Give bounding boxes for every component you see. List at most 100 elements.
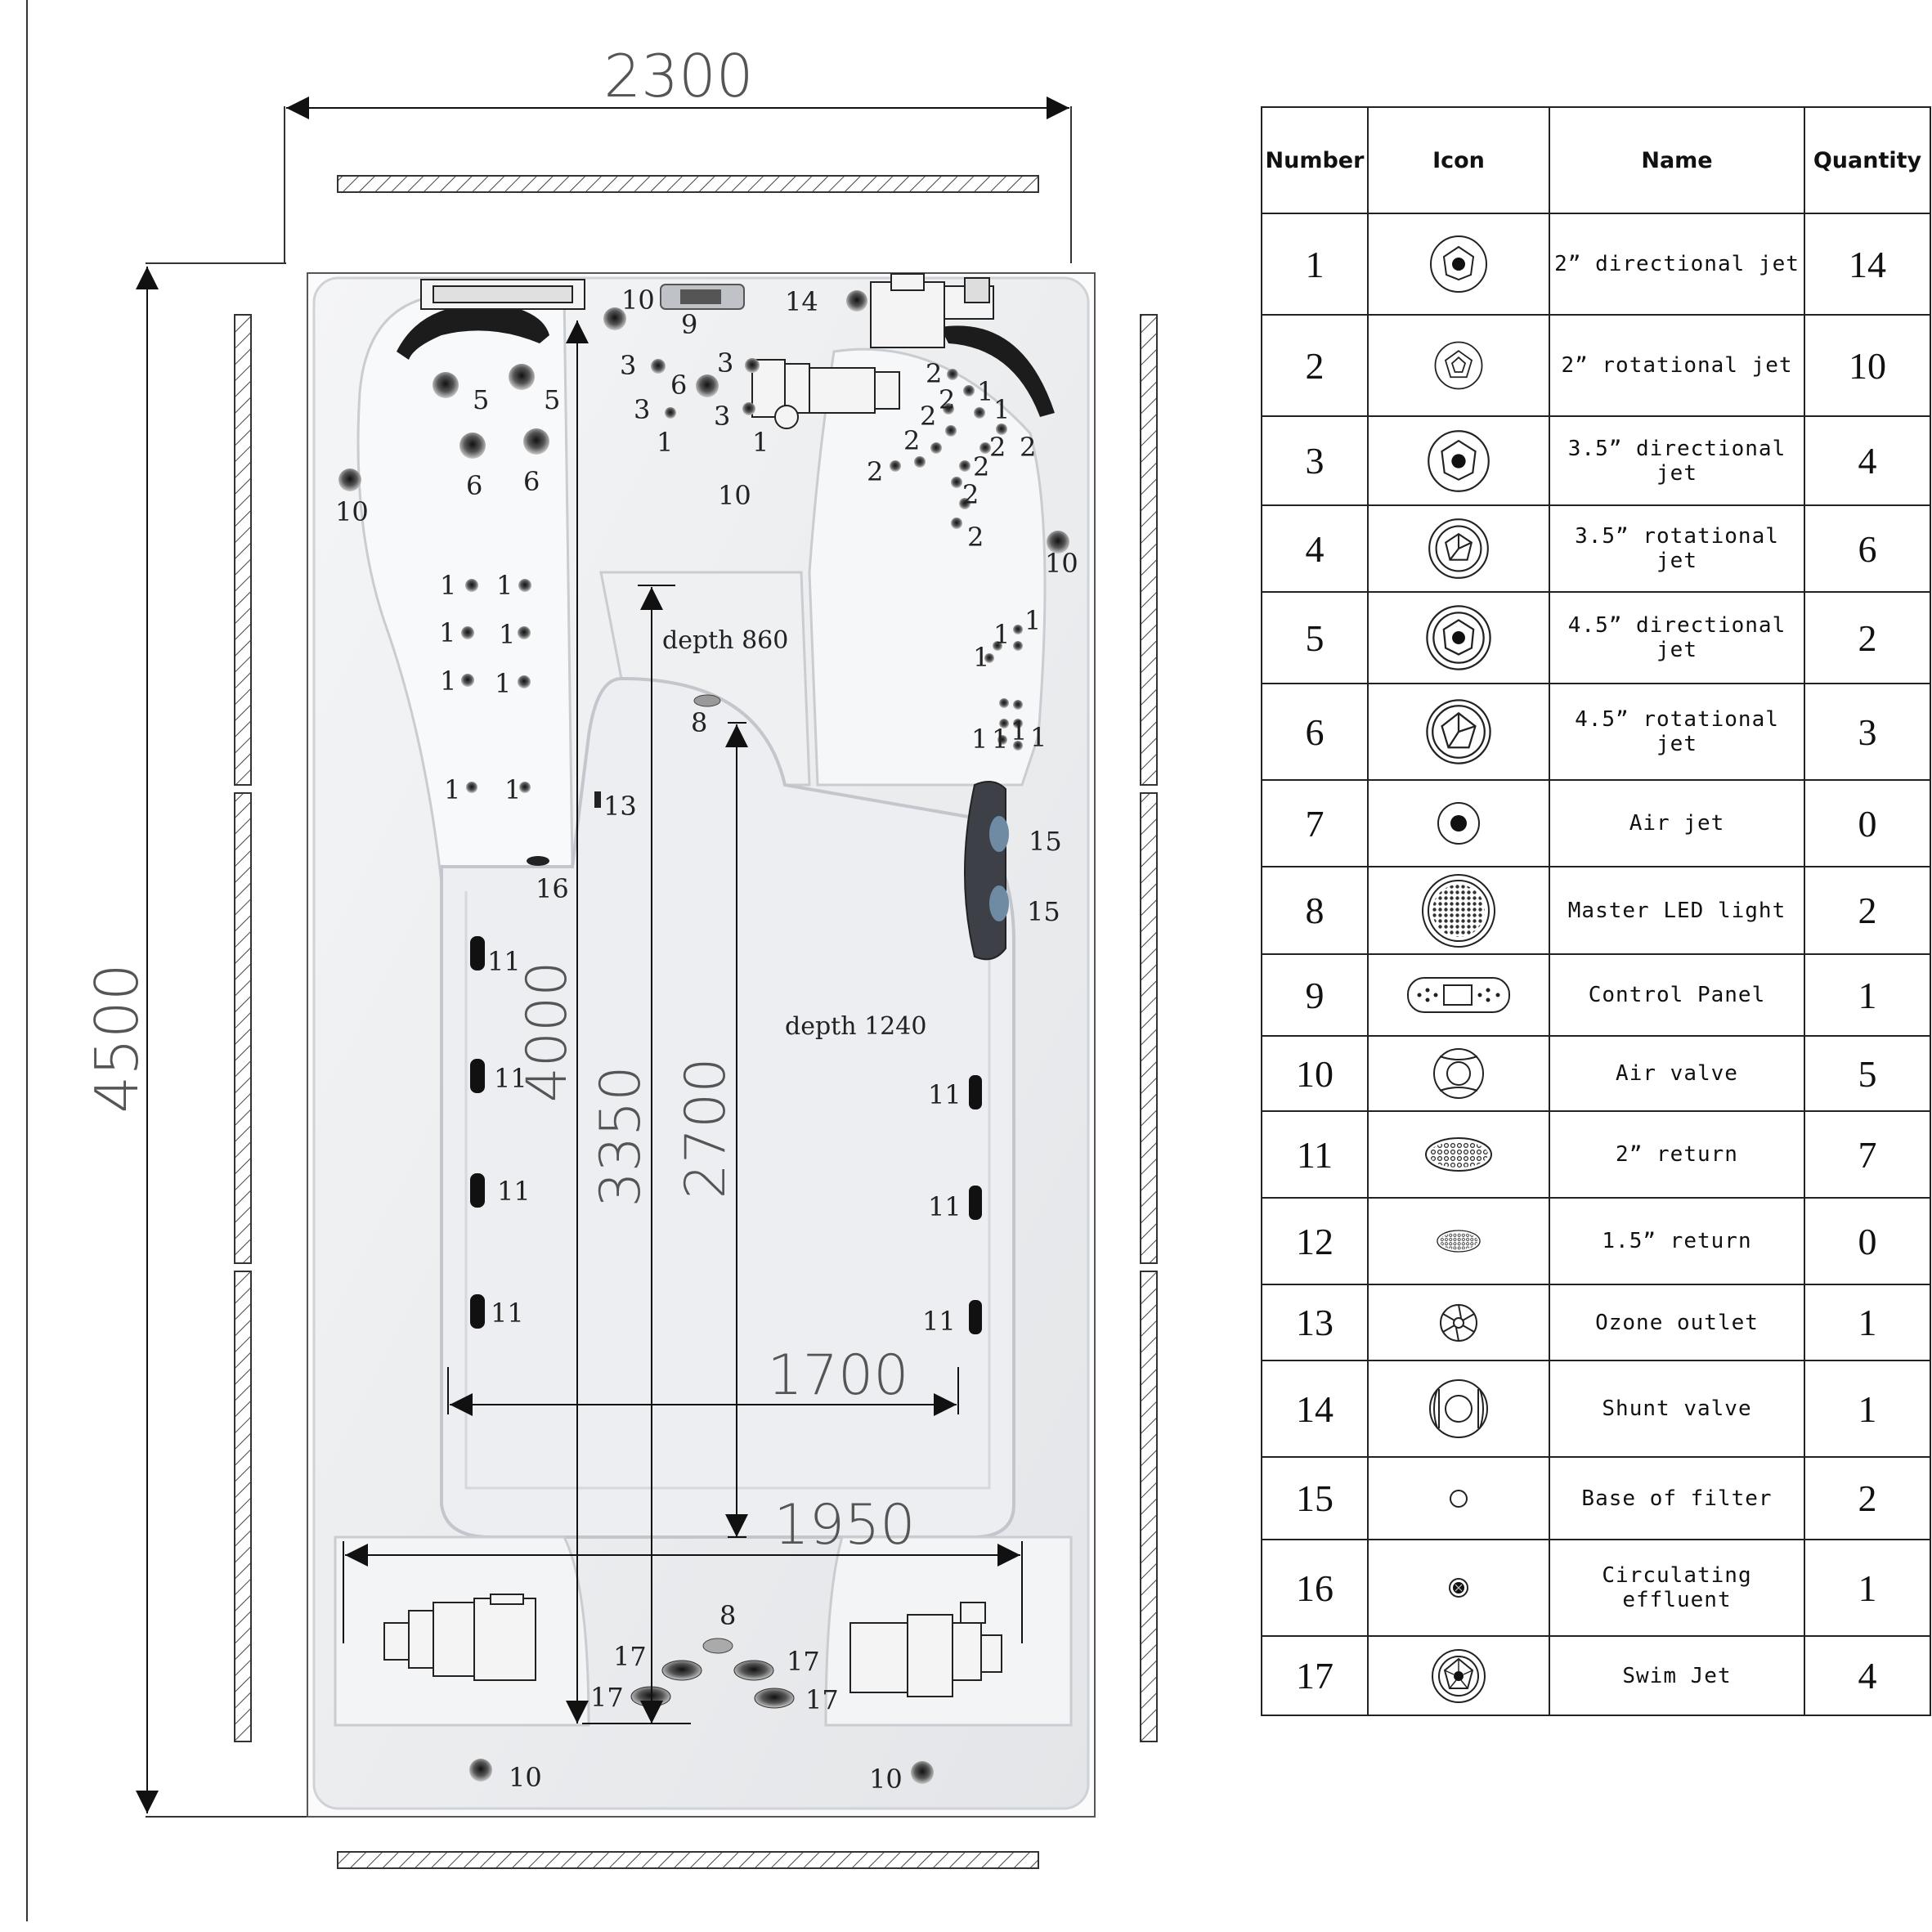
svg-text:11: 11: [928, 1191, 962, 1222]
svg-text:5: 5: [473, 384, 489, 415]
depth-860-label: depth 860: [662, 626, 788, 655]
svg-text:8: 8: [691, 707, 707, 738]
svg-text:17: 17: [787, 1646, 820, 1677]
row-number: 6: [1261, 683, 1369, 781]
row-icon: [1367, 314, 1550, 417]
svg-text:1: 1: [993, 394, 1010, 425]
svg-text:2: 2: [962, 479, 979, 510]
row-quantity: 1: [1804, 1539, 1931, 1637]
svg-text:11: 11: [922, 1306, 956, 1337]
shunt-valve-icon: [1429, 1379, 1488, 1438]
svg-text:2: 2: [939, 384, 955, 415]
row-name: Master LED light: [1549, 866, 1805, 955]
row-number: 8: [1261, 866, 1369, 955]
row-number: 10: [1261, 1035, 1369, 1112]
svg-text:6: 6: [670, 370, 687, 401]
callout-labels: 1 1 1 1 1 1 1 1 1 1 1 1 1 1 1 1 1 1 1 2 …: [335, 285, 1078, 1795]
row-number: 3: [1261, 415, 1369, 506]
rotational-jet-icon: [1426, 699, 1491, 764]
dim-4500-label: 4500: [83, 963, 151, 1113]
row-number: 14: [1261, 1360, 1369, 1458]
row-number: 11: [1261, 1110, 1369, 1199]
table-row: 8 Master LED light 2: [1261, 866, 1931, 955]
svg-text:10: 10: [621, 285, 655, 316]
svg-text:5: 5: [544, 384, 560, 415]
jet-markers: [338, 290, 1069, 1784]
row-name: Ozone outlet: [1549, 1284, 1805, 1361]
row-name: Shunt valve: [1549, 1360, 1805, 1458]
row-number: 7: [1261, 779, 1369, 867]
row-quantity: 2: [1804, 591, 1931, 684]
svg-text:2: 2: [903, 425, 920, 456]
pump-equipment: [383, 273, 1002, 1697]
row-icon: [1367, 779, 1550, 867]
svg-text:8: 8: [719, 1600, 736, 1631]
table-row: 5 4.5” directional jet 2: [1261, 591, 1931, 684]
svg-text:11: 11: [491, 1298, 524, 1329]
row-icon: [1367, 683, 1550, 781]
svg-text:11: 11: [487, 946, 521, 977]
svg-text:1: 1: [992, 724, 1008, 755]
svg-text:2: 2: [973, 451, 989, 482]
row-number: 2: [1261, 314, 1369, 417]
svg-text:1: 1: [657, 427, 673, 458]
row-icon: [1367, 1197, 1550, 1285]
row-name: 3.5” rotational jet: [1549, 504, 1805, 593]
row-number: 9: [1261, 953, 1369, 1037]
row-icon: [1367, 591, 1550, 684]
dim-1950-label: 1950: [773, 1493, 915, 1558]
table-row: 10 Air valve 5: [1261, 1035, 1931, 1112]
row-quantity: 1: [1804, 953, 1931, 1037]
svg-text:6: 6: [466, 470, 482, 501]
table-row: 13 Ozone outlet 1: [1261, 1284, 1931, 1361]
headrest-left: [397, 304, 549, 360]
svg-text:1: 1: [495, 668, 511, 699]
table-row: 9 Control Panel 1: [1261, 953, 1931, 1037]
svg-text:1: 1: [496, 570, 513, 601]
svg-text:11: 11: [497, 1176, 531, 1207]
row-number: 4: [1261, 504, 1369, 593]
header-number: Number: [1261, 106, 1369, 214]
headrest-right: [940, 325, 1055, 417]
svg-text:1: 1: [440, 666, 456, 697]
circulating-effluent-icon: [1449, 1578, 1468, 1598]
inner-dimensions: [343, 321, 1023, 1724]
row-quantity: 0: [1804, 1197, 1931, 1285]
svg-text:9: 9: [681, 309, 697, 340]
table-row: 6 4.5” rotational jet 3: [1261, 683, 1931, 781]
svg-text:17: 17: [805, 1684, 839, 1715]
row-icon: [1367, 1539, 1550, 1637]
svg-text:1: 1: [440, 570, 456, 601]
dim-1700-label: 1700: [767, 1343, 908, 1408]
row-quantity: 7: [1804, 1110, 1931, 1199]
dim-4000-label: 4000: [515, 961, 580, 1102]
svg-text:15: 15: [1029, 826, 1062, 857]
row-icon: [1367, 866, 1550, 955]
svg-text:2: 2: [926, 358, 942, 389]
table-row: 3 3.5” directional jet 4: [1261, 415, 1931, 506]
directional-jet-icon: [1430, 235, 1487, 293]
table-row: 11 2” return 7: [1261, 1110, 1931, 1199]
table-row: 4 3.5” rotational jet 6: [1261, 504, 1931, 593]
svg-text:1: 1: [977, 376, 993, 407]
svg-text:10: 10: [1045, 548, 1078, 579]
rotational-jet-icon: [1428, 518, 1489, 579]
row-number: 1: [1261, 213, 1369, 316]
svg-text:2: 2: [867, 456, 883, 487]
depth-1240-label: depth 1240: [785, 1012, 926, 1041]
svg-text:10: 10: [509, 1762, 542, 1793]
svg-text:11: 11: [494, 1063, 527, 1094]
svg-text:1: 1: [971, 724, 988, 755]
led-light-icon: [1422, 873, 1495, 948]
directional-jet-icon: [1428, 429, 1490, 492]
svg-text:10: 10: [718, 480, 751, 511]
svg-text:1: 1: [752, 427, 769, 458]
row-icon: [1367, 953, 1550, 1037]
component-legend-table: Number Icon Name Quantity 1 2” direction…: [1261, 106, 1931, 1716]
svg-text:3: 3: [714, 401, 730, 432]
header-quantity: Quantity: [1804, 106, 1931, 214]
hatched-walls: [234, 175, 1158, 1869]
row-quantity: 2: [1804, 1456, 1931, 1540]
row-name: 4.5” rotational jet: [1549, 683, 1805, 781]
filter-base-icon: [1450, 1489, 1468, 1508]
